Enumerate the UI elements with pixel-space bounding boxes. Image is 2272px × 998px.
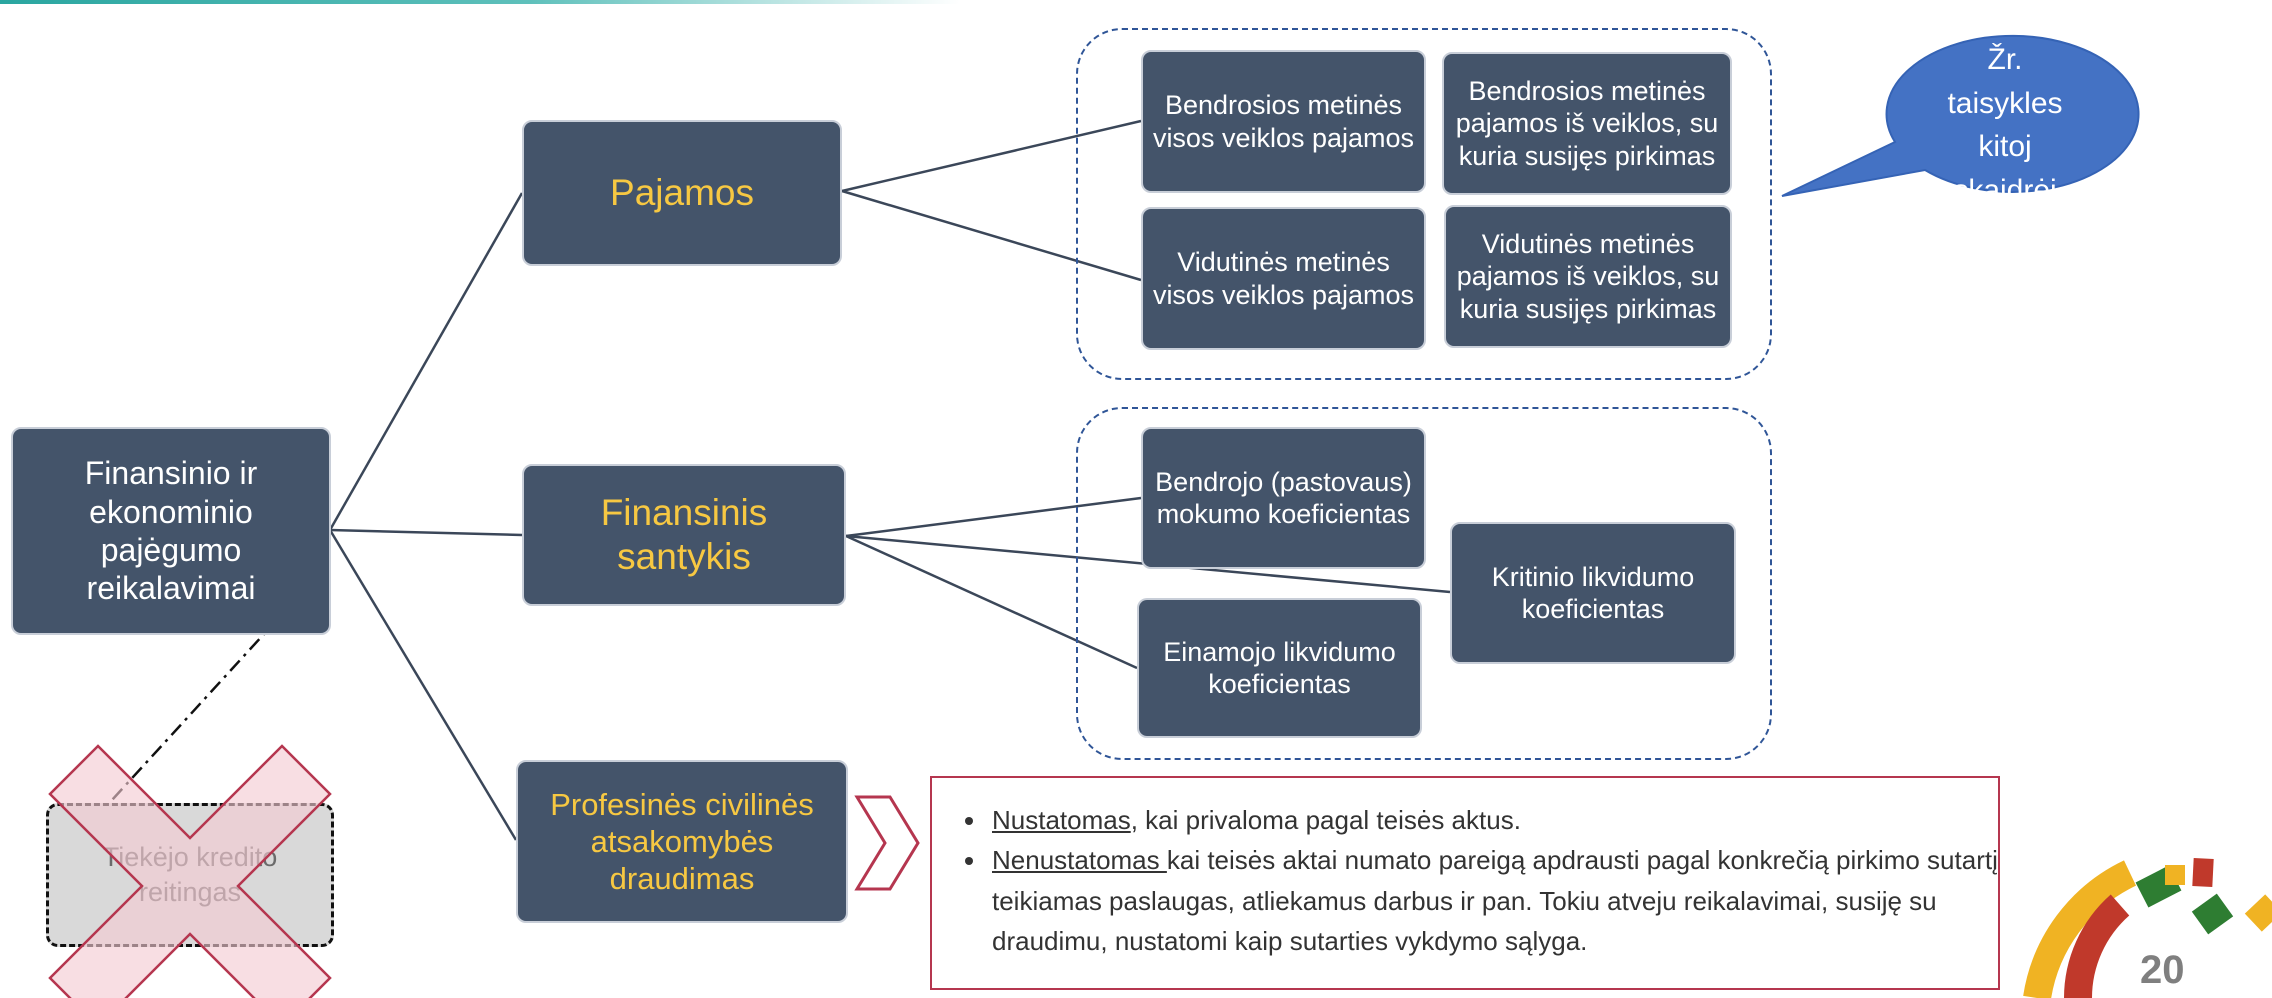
- note-term: Nustatomas: [992, 805, 1131, 835]
- pajamos-group: [1076, 28, 1772, 380]
- santykis-item: Einamojo likvidumo koeficientas: [1137, 598, 1422, 738]
- callout-bubble: [1781, 34, 2140, 197]
- title-accent-bar: [0, 0, 960, 4]
- note-term: Nenustatomas: [992, 845, 1167, 876]
- insurance-notes: Nustatomas, kai privaloma pagal teisės a…: [930, 776, 2000, 990]
- santykis-group: [1076, 407, 1772, 760]
- santykis-item: Kritinio likvidumo koeficientas: [1450, 522, 1736, 664]
- connector-santykis-item3: [845, 534, 1138, 670]
- note-text: , kai privaloma pagal teisės aktus.: [1130, 805, 1521, 835]
- cross-mark-icon: [48, 744, 332, 998]
- root-node: Finansinio ir ekonominio pajėgumo reikal…: [11, 427, 331, 635]
- pajamos-item: Vidutinės metinės visos veiklos pajamos: [1141, 207, 1426, 350]
- branch-draudimas: Profesinės civilinės atsakomybės draudim…: [516, 760, 848, 923]
- chevron-arrow-icon: [854, 795, 920, 891]
- pajamos-item: Bendrosios metinės pajamos iš veiklos, s…: [1442, 52, 1732, 195]
- pajamos-item: Bendrosios metinės visos veiklos pajamos: [1141, 50, 1426, 193]
- santykis-item: Bendrojo (pastovaus) mokumo koeficientas: [1141, 427, 1426, 569]
- branch-finansinis-santykis: Finansinis santykis: [522, 464, 846, 606]
- connector-root-pajamos: [328, 192, 524, 531]
- pajamos-item: Vidutinės metinės pajamos iš veiklos, su…: [1444, 205, 1732, 348]
- logo-icon: [2023, 858, 2272, 998]
- connector-pajamos-item1: [841, 119, 1142, 193]
- connector-root-santykis: [329, 528, 523, 537]
- callout-text: Žr. taisykles kitoj skaidrėj: [1947, 43, 2063, 207]
- note-text: kai teisės aktai numato pareigą apdraust…: [992, 845, 1998, 956]
- note-item: Nustatomas, kai privaloma pagal teisės a…: [988, 800, 1998, 840]
- connector-root-draudimas: [328, 529, 518, 841]
- page-number: 20: [2140, 948, 2185, 992]
- connector-santykis-item1: [845, 496, 1142, 538]
- note-item: Nenustatomas kai teisės aktai numato par…: [988, 840, 1998, 961]
- logo-icon-square: [2165, 865, 2185, 885]
- branch-pajamos: Pajamos: [522, 120, 842, 266]
- connector-pajamos-item3: [841, 189, 1142, 282]
